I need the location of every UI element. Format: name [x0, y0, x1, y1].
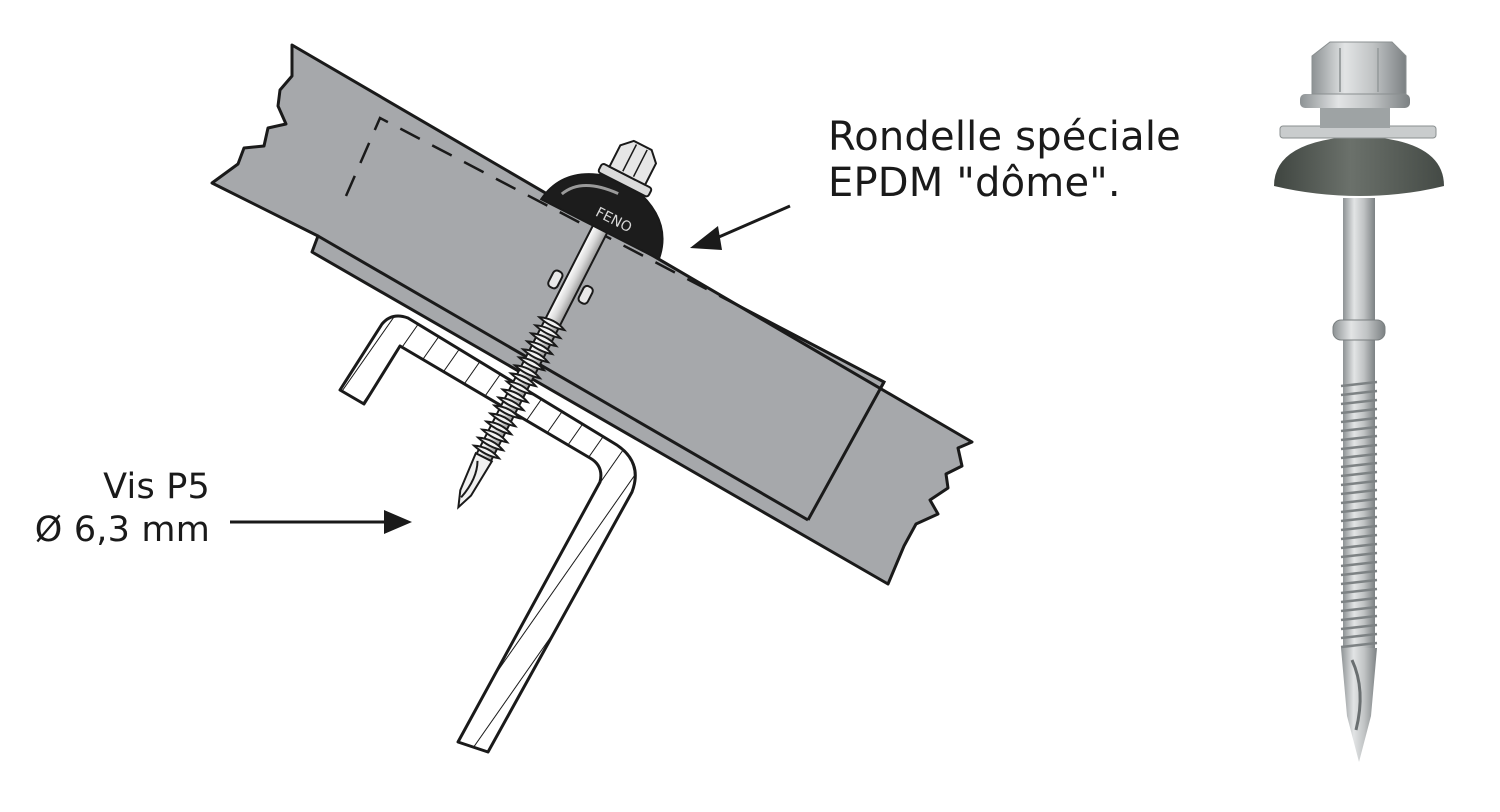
photo-thread: [1340, 506, 1378, 514]
photo-thread: [1340, 605, 1378, 613]
photo-thread: [1340, 578, 1378, 586]
photo-thread: [1340, 515, 1378, 523]
photo-thread: [1340, 497, 1378, 505]
washer-arrow: [690, 204, 791, 250]
screw-thread: [491, 404, 523, 420]
photo-thread: [1340, 524, 1378, 532]
photo-thread: [1340, 632, 1378, 640]
photo-thread: [1340, 479, 1378, 487]
screw-thread: [499, 388, 531, 404]
screw-callout-line2: Ø 6,3 mm: [34, 510, 210, 550]
screw-thread: [516, 356, 547, 372]
photo-thread: [1340, 389, 1378, 397]
photo-thread: [1340, 407, 1378, 415]
photo-thread: [1340, 596, 1378, 604]
photo-thread: [1340, 380, 1378, 388]
screw-thread: [512, 364, 543, 380]
screw-thread: [508, 372, 539, 388]
screw-thread: [524, 340, 555, 356]
screw-drawing: FENO: [457, 139, 664, 510]
screw-thread: [483, 420, 514, 436]
photo-thread: [1340, 533, 1378, 541]
washer-callout-line1: Rondelle spéciale: [828, 114, 1181, 160]
washer-callout-line2: EPDM "dôme".: [828, 160, 1121, 206]
photo-thread: [1340, 452, 1378, 460]
screw-thread: [475, 436, 506, 452]
roof-panel: [210, 43, 974, 586]
screw-thread: [487, 412, 518, 428]
washer-callout: Rondelle spéciale EPDM "dôme".: [828, 114, 1181, 206]
purlin-section: [338, 314, 637, 754]
photo-thread: [1340, 461, 1378, 469]
photo-thread: [1340, 641, 1378, 649]
screw-photo: [1274, 41, 1444, 762]
photo-thread: [1340, 398, 1378, 406]
photo-thread: [1340, 560, 1378, 568]
screw-thread: [479, 428, 510, 444]
photo-thread: [1340, 569, 1378, 577]
screw-thread: [471, 444, 502, 460]
photo-thread: [1340, 551, 1378, 559]
screw-thread: [520, 348, 551, 364]
photo-thread: [1340, 614, 1378, 622]
screw-thread: [532, 324, 563, 340]
screw-callout-line1: Vis P5: [103, 467, 210, 507]
screw-thread: [503, 380, 535, 396]
photo-thread: [1340, 623, 1378, 631]
photo-thread: [1340, 425, 1378, 433]
photo-thread: [1340, 587, 1378, 595]
screw-thread: [536, 316, 567, 332]
photo-thread: [1340, 443, 1378, 451]
photo-thread: [1340, 542, 1378, 550]
screw-callout: Vis P5 Ø 6,3 mm: [20, 466, 210, 552]
photo-thread: [1340, 434, 1378, 442]
screw-thread: [528, 332, 559, 348]
screw-arrow: [230, 510, 412, 534]
photo-thread: [1340, 416, 1378, 424]
photo-thread: [1340, 470, 1378, 478]
screw-thread: [495, 396, 527, 412]
photo-thread: [1340, 488, 1378, 496]
